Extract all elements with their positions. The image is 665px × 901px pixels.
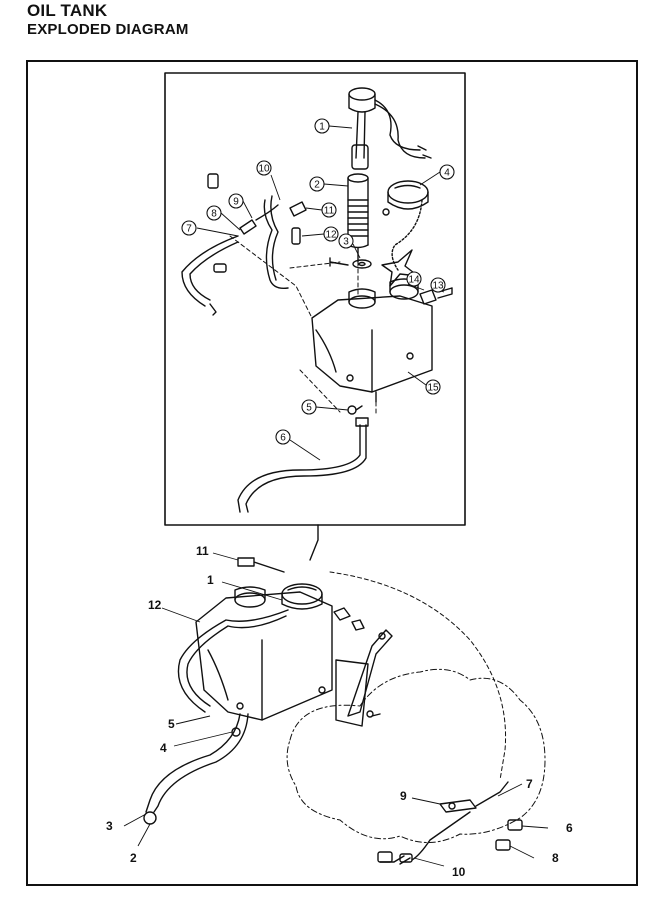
callout-top-15: 15 bbox=[425, 379, 441, 395]
callout-top-6: 6 bbox=[275, 429, 291, 445]
callout-top-4: 4 bbox=[439, 164, 455, 180]
callout-bottom-10: 10 bbox=[452, 865, 466, 879]
bolt-11 bbox=[237, 557, 285, 573]
svg-text:9: 9 bbox=[233, 197, 239, 208]
outlet-hose bbox=[237, 405, 369, 513]
callout-top-10: 10 bbox=[256, 160, 272, 176]
oil-tank-assembly bbox=[195, 583, 333, 721]
callout-top-8: 8 bbox=[206, 205, 222, 221]
callout-bottom-12: 12 bbox=[148, 598, 162, 612]
callout-bottom-1: 1 bbox=[207, 573, 214, 587]
callout-top-12: 12 bbox=[323, 226, 339, 242]
oil-level-sender bbox=[348, 87, 432, 170]
engine-outline bbox=[286, 668, 546, 844]
page-title: OIL TANK bbox=[27, 1, 108, 20]
callout-bottom-6: 6 bbox=[566, 821, 573, 835]
callout-top-13: 13 bbox=[430, 277, 446, 293]
callout-bottom-2: 2 bbox=[130, 851, 137, 865]
svg-text:1: 1 bbox=[319, 122, 325, 133]
svg-text:6: 6 bbox=[280, 433, 286, 444]
svg-text:12: 12 bbox=[325, 230, 337, 241]
callout-bottom-7: 7 bbox=[526, 777, 533, 791]
svg-text:3: 3 bbox=[343, 237, 349, 248]
svg-text:2: 2 bbox=[314, 180, 320, 191]
filler-cap bbox=[382, 180, 429, 271]
svg-text:5: 5 bbox=[306, 403, 312, 414]
svg-text:15: 15 bbox=[427, 383, 439, 394]
wire-harness bbox=[329, 571, 507, 781]
alignment-lines bbox=[229, 235, 377, 417]
callout-bottom-11: 11 bbox=[196, 544, 209, 558]
callout-top-14: 14 bbox=[406, 271, 422, 287]
callout-top-9: 9 bbox=[228, 193, 244, 209]
svg-text:14: 14 bbox=[408, 275, 420, 286]
callout-top-7: 7 bbox=[181, 220, 197, 236]
callout-top-3: 3 bbox=[338, 233, 354, 249]
svg-text:13: 13 bbox=[432, 281, 444, 292]
fittings-left bbox=[181, 173, 307, 316]
diagram-frame bbox=[26, 60, 638, 886]
page-subtitle: EXPLODED DIAGRAM bbox=[27, 21, 189, 38]
mount-bolt bbox=[419, 287, 453, 305]
callout-top-5: 5 bbox=[301, 399, 317, 415]
sender-hose bbox=[177, 609, 289, 713]
callout-top-11: 11 bbox=[321, 202, 337, 218]
callout-bottom-4: 4 bbox=[160, 741, 167, 755]
washer bbox=[329, 257, 372, 269]
callout-bottom-8: 8 bbox=[552, 851, 559, 865]
callout-bottom-5: 5 bbox=[168, 717, 175, 731]
svg-text:10: 10 bbox=[258, 164, 270, 175]
fittings-right bbox=[333, 607, 365, 631]
strainer bbox=[347, 173, 369, 263]
svg-text:4: 4 bbox=[444, 168, 450, 179]
callout-bottom-9: 9 bbox=[400, 789, 407, 803]
outlet-hose-assembly bbox=[145, 713, 241, 813]
ground-parts bbox=[377, 781, 523, 865]
detail-connector bbox=[309, 524, 319, 561]
callout-bottom-3: 3 bbox=[106, 819, 113, 833]
svg-text:7: 7 bbox=[186, 224, 192, 235]
detail-frame bbox=[164, 72, 466, 526]
oil-tank-detail bbox=[311, 278, 433, 403]
svg-text:8: 8 bbox=[211, 209, 217, 220]
callout-top-1: 1 bbox=[314, 118, 330, 134]
svg-text:11: 11 bbox=[324, 206, 335, 217]
callout-top-2: 2 bbox=[309, 176, 325, 192]
mount-bracket bbox=[335, 629, 393, 727]
